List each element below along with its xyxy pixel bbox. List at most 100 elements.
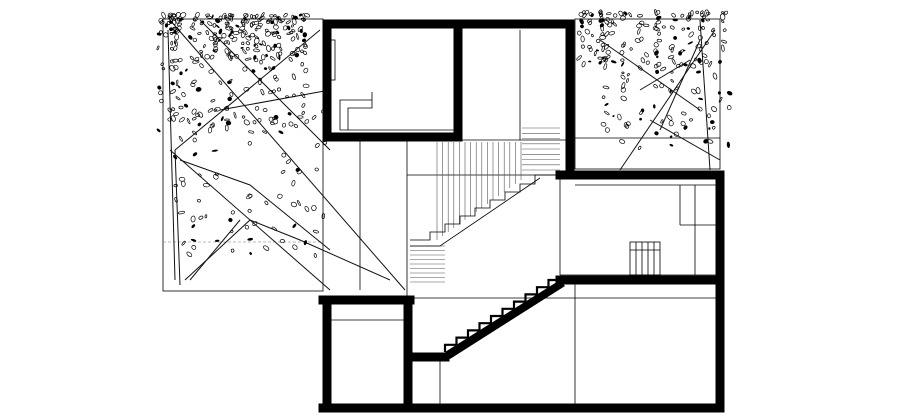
foliage-mark bbox=[669, 135, 673, 138]
foliage-mark bbox=[617, 113, 622, 121]
foliage-mark bbox=[701, 26, 705, 30]
foliage-mark bbox=[243, 12, 249, 18]
foliage-mark bbox=[243, 17, 248, 21]
foliage-mark bbox=[263, 67, 268, 70]
foliage-mark bbox=[301, 111, 305, 115]
foliage-mark bbox=[195, 87, 202, 92]
foliage-mark bbox=[225, 17, 230, 22]
foliage-mark bbox=[173, 155, 178, 160]
foliage-mark bbox=[280, 18, 285, 23]
foliage-mark bbox=[690, 88, 697, 95]
left-landscape-area bbox=[156, 11, 406, 292]
foliage-mark bbox=[259, 59, 263, 65]
foliage-mark bbox=[199, 20, 205, 26]
foliage-mark bbox=[687, 15, 691, 20]
foliage-mark bbox=[227, 55, 233, 61]
foliage-mark bbox=[225, 124, 229, 132]
foliage-mark bbox=[322, 141, 328, 145]
foliage-mark bbox=[197, 122, 202, 127]
foliage-mark bbox=[605, 55, 611, 60]
foliage-mark bbox=[656, 61, 662, 67]
foliage-mark bbox=[281, 122, 287, 128]
upper-window bbox=[326, 39, 336, 81]
foliage-mark bbox=[170, 81, 175, 86]
foliage-mark bbox=[164, 23, 169, 28]
foliage-mark bbox=[607, 22, 613, 28]
foliage-mark bbox=[271, 66, 276, 70]
foliage-mark bbox=[295, 167, 301, 172]
foliage-mark bbox=[192, 59, 200, 64]
foliage-mark bbox=[661, 25, 666, 29]
foliage-mark bbox=[231, 36, 238, 43]
foliage-mark bbox=[240, 31, 246, 38]
foliage-mark bbox=[582, 13, 587, 19]
foliage-mark bbox=[190, 215, 196, 223]
foliage-mark bbox=[188, 35, 193, 40]
foliage-mark bbox=[723, 10, 729, 16]
foliage-mark bbox=[224, 118, 230, 122]
foliage-mark bbox=[191, 224, 196, 229]
foliage-mark bbox=[269, 56, 276, 61]
foliage-mark bbox=[304, 205, 310, 212]
foliage-mark bbox=[656, 55, 659, 59]
foliage-mark bbox=[228, 32, 232, 38]
foliage-mark bbox=[674, 86, 680, 91]
foliage-mark bbox=[711, 125, 716, 130]
foliage-mark bbox=[194, 11, 200, 19]
foliage-mark bbox=[287, 112, 292, 116]
foliage-mark bbox=[258, 22, 263, 27]
foliage-mark bbox=[584, 28, 590, 35]
foliage-mark bbox=[698, 97, 704, 101]
foliage-mark bbox=[230, 248, 235, 253]
foliage-mark bbox=[257, 17, 262, 22]
foliage-mark bbox=[708, 127, 711, 130]
foliage-mark bbox=[213, 108, 218, 112]
foliage-mark bbox=[167, 117, 173, 122]
foliage-mark bbox=[196, 199, 201, 203]
foliage-mark bbox=[667, 114, 673, 121]
foliage-mark bbox=[264, 200, 269, 206]
foliage-mark bbox=[701, 15, 706, 19]
foliage-mark bbox=[640, 57, 646, 64]
foliage-mark bbox=[290, 24, 294, 28]
foliage-mark bbox=[215, 24, 220, 29]
foliage-mark bbox=[604, 103, 609, 106]
foliage-mark bbox=[704, 9, 710, 17]
foliage-mark bbox=[600, 121, 607, 127]
foliage-mark bbox=[276, 87, 282, 92]
foliage-mark bbox=[244, 57, 252, 61]
foliage-mark bbox=[695, 43, 702, 49]
foliage-mark bbox=[670, 25, 675, 30]
section-cut-walls bbox=[318, 19, 725, 413]
foliage-mark bbox=[194, 56, 200, 62]
foliage-mark bbox=[654, 10, 661, 16]
foliage-mark bbox=[279, 47, 283, 52]
foliage-mark bbox=[695, 10, 700, 14]
foliage-mark bbox=[218, 15, 223, 20]
foliage-mark bbox=[241, 21, 246, 27]
foliage-mark bbox=[726, 105, 732, 111]
foliage-mark bbox=[225, 105, 229, 110]
foliage-mark bbox=[588, 47, 593, 52]
foliage-mark bbox=[191, 244, 197, 250]
foliage-mark bbox=[173, 41, 177, 45]
foliage-mark bbox=[174, 197, 178, 203]
right-room-railing bbox=[629, 241, 661, 276]
foliage-mark bbox=[174, 33, 179, 41]
foliage-mark bbox=[582, 10, 586, 14]
foliage-mark bbox=[253, 48, 260, 53]
foliage-mark bbox=[169, 27, 174, 32]
foliage-mark bbox=[708, 61, 713, 68]
foliage-mark bbox=[271, 226, 278, 231]
foliage-mark bbox=[721, 20, 725, 23]
foliage-mark bbox=[180, 17, 184, 21]
foliage-mark bbox=[186, 118, 191, 125]
foliage-mark bbox=[653, 42, 659, 48]
foliage-mark bbox=[286, 32, 292, 35]
foliage-mark bbox=[712, 33, 717, 37]
foliage-mark bbox=[292, 223, 297, 229]
foliage-mark bbox=[269, 14, 274, 18]
foliage-mark bbox=[653, 104, 656, 109]
foliage-mark bbox=[311, 115, 317, 120]
foliage-mark bbox=[209, 54, 215, 60]
